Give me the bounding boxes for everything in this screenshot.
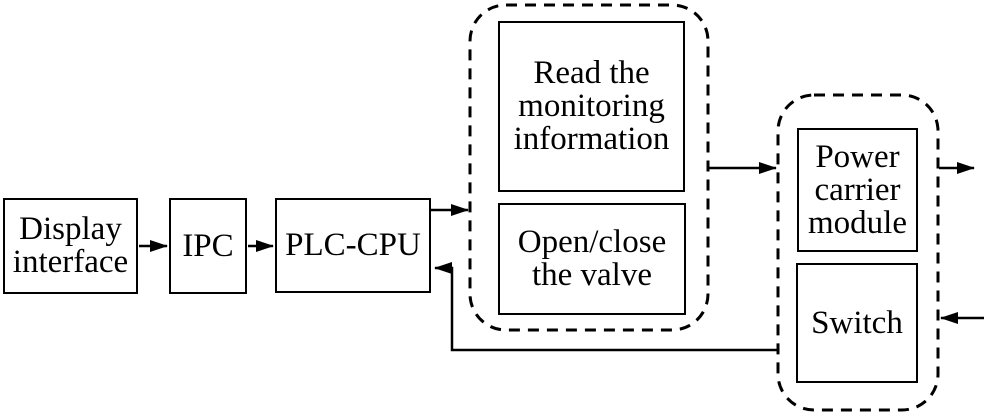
display-interface-node: Display interface <box>3 198 138 294</box>
task-group-dashed-border <box>468 3 710 332</box>
plc-cpu-label: PLC-CPU <box>285 227 421 263</box>
arrow-carrier-group-feedback-to-plc-cpu <box>434 262 777 352</box>
read-monitoring-node: Read the monitoring information <box>498 21 685 192</box>
ipc-node: IPC <box>169 198 247 294</box>
switch-node: Switch <box>796 263 918 383</box>
power-carrier-module-label: Power carrier module <box>808 138 907 241</box>
read-monitoring-label: Read the monitoring information <box>513 55 670 157</box>
open-close-valve-label: Open/close the valve <box>517 224 667 293</box>
plc-cpu-node: PLC-CPU <box>275 198 431 293</box>
display-interface-label: Display interface <box>12 211 129 280</box>
ipc-label: IPC <box>182 227 234 264</box>
carrier-group-dashed-border <box>776 93 940 412</box>
open-close-valve-node: Open/close the valve <box>498 203 686 315</box>
switch-label: Switch <box>811 304 903 341</box>
power-carrier-module-node: Power carrier module <box>797 128 918 252</box>
